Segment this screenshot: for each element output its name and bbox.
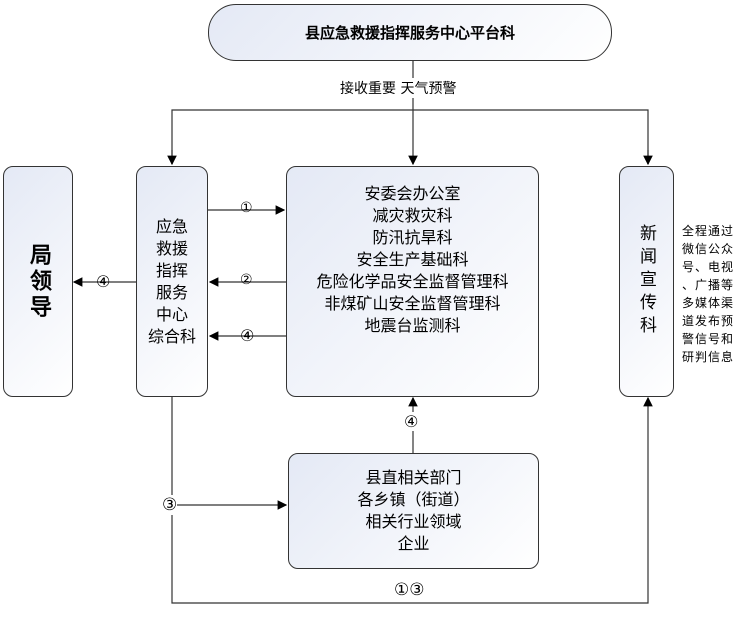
news-publicity-box: 新闻宣传科 xyxy=(619,166,674,397)
command-line: 中心 xyxy=(155,304,188,324)
command-line: 综合科 xyxy=(147,326,196,346)
departments-box: 安委会办公室 减灾救灾科 防汛抗旱科 安全生产基础科 危险化学品安全监督管理科 … xyxy=(286,166,539,397)
command-line: 应急 xyxy=(155,216,188,236)
related-units-box: 县直相关部门 各乡镇（街道） 相关行业领域 企业 xyxy=(288,453,539,569)
note-line: 研判信息 xyxy=(682,350,735,364)
step-label: ④ xyxy=(404,412,419,431)
platform-section-title: 县应急救援指挥服务中心平台科 xyxy=(304,24,515,42)
department-line: 防汛抗旱科 xyxy=(372,228,453,247)
receive-warning-label: 接收重要 天气预警 xyxy=(340,78,457,98)
command-center-box: 应急 救援 指挥 服务 中心 综合科 xyxy=(136,166,208,397)
command-line: 服务 xyxy=(155,282,188,302)
department-line: 地震台监测科 xyxy=(364,316,461,335)
unit-line: 企业 xyxy=(397,534,430,553)
unit-line: 各乡镇（街道） xyxy=(357,490,470,509)
step-label: ①③ xyxy=(394,580,425,600)
note-line: 警信号和 xyxy=(682,332,735,346)
department-line: 减灾救灾科 xyxy=(372,206,453,225)
platform-section-box: 县应急救援指挥服务中心平台科 xyxy=(208,4,612,61)
step-label: ① xyxy=(240,200,253,216)
note-line: 、广播等 xyxy=(682,278,735,292)
step-label: ③ xyxy=(162,495,178,515)
command-line: 救援 xyxy=(155,238,188,258)
bureau-leader-box: 局领导 xyxy=(3,166,73,397)
command-line: 指挥 xyxy=(155,260,188,280)
department-line: 危险化学品安全监督管理科 xyxy=(316,272,509,291)
department-line: 安委会办公室 xyxy=(364,184,461,203)
news-publicity-title: 新闻宣传科 xyxy=(636,224,656,339)
department-line: 安全生产基础科 xyxy=(356,250,469,269)
bureau-leader-title: 局领导 xyxy=(26,242,51,321)
department-line: 非煤矿山安全监督管理科 xyxy=(324,294,501,313)
note-line: 全程通过 xyxy=(682,224,735,238)
note-line: 道发布预 xyxy=(682,314,735,328)
step-label: ④ xyxy=(240,326,255,345)
note-line: 微信公众 xyxy=(682,242,735,256)
note-line: 多媒体渠 xyxy=(682,296,735,310)
unit-line: 相关行业领域 xyxy=(365,512,462,531)
step-label: ④ xyxy=(96,272,111,291)
note-line: 号、电视 xyxy=(682,260,735,274)
step-label: ② xyxy=(240,272,253,288)
news-note: 全程通过 微信公众 号、电视 、广播等 多媒体渠 道发布预 警信号和 研判信息 xyxy=(682,222,734,366)
unit-line: 县直相关部门 xyxy=(365,468,462,487)
